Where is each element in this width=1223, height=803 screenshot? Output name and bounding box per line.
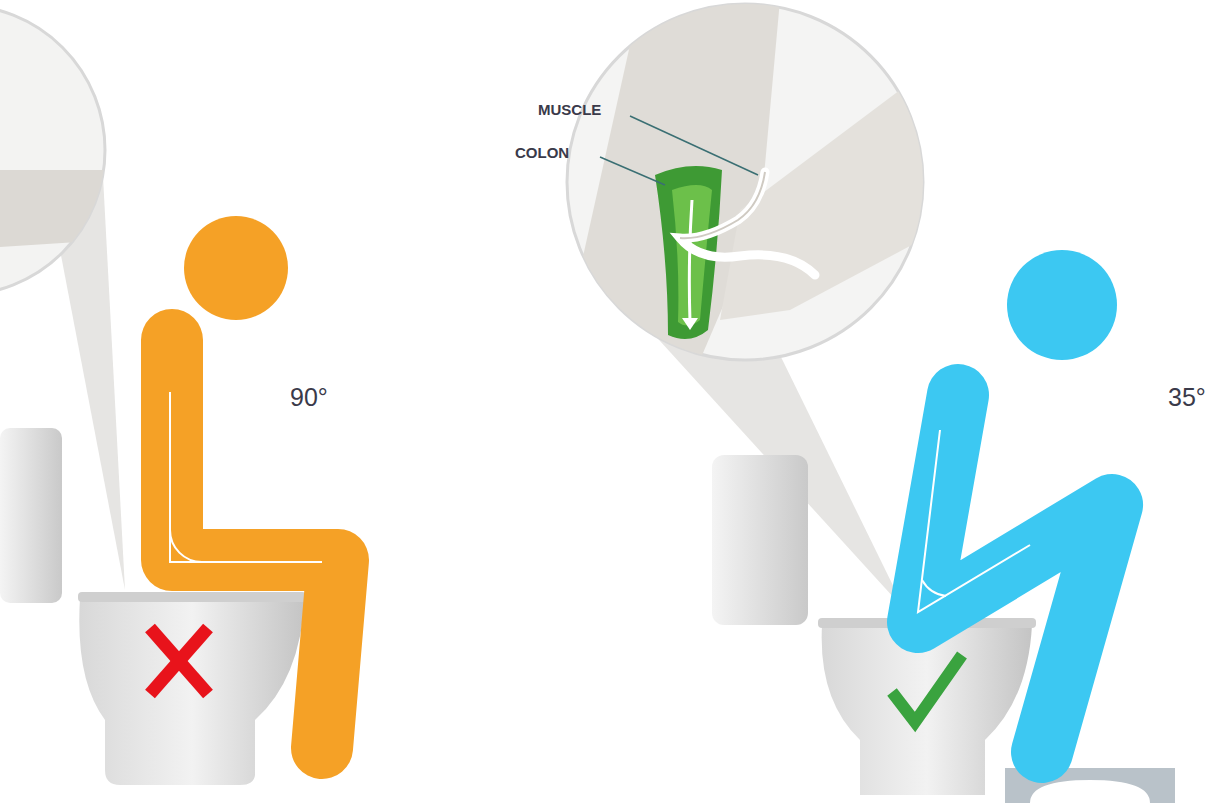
check-mark (892, 655, 962, 722)
part-label: COLON (515, 144, 569, 161)
callout-content (0, 170, 110, 260)
leader-line (600, 157, 665, 185)
flow-arrow (689, 200, 692, 322)
body-shape (0, 170, 110, 260)
person-head (1007, 250, 1117, 360)
thigh-shape (720, 60, 940, 320)
angle-label: 35° (1168, 383, 1206, 412)
toilet-tank (712, 455, 808, 625)
leader-line (630, 116, 758, 175)
angle-lines (170, 392, 322, 562)
muscle-sling (680, 172, 815, 275)
toilet-tank (0, 428, 62, 603)
angle-label: 90° (290, 383, 328, 412)
person-body (918, 395, 1112, 752)
toilet-seat (78, 592, 306, 602)
muscle-outline (680, 172, 765, 238)
callout-circle (0, 5, 105, 295)
angle-arc (922, 580, 946, 596)
person-head (184, 216, 288, 320)
toilet-bowl (79, 598, 305, 785)
callout-content (560, 0, 940, 360)
part-label: MUSCLE (538, 101, 601, 118)
flow-arrowhead (682, 318, 698, 330)
angle-lines (918, 430, 1030, 612)
cross-mark (150, 628, 208, 694)
angle-arc (170, 530, 202, 562)
